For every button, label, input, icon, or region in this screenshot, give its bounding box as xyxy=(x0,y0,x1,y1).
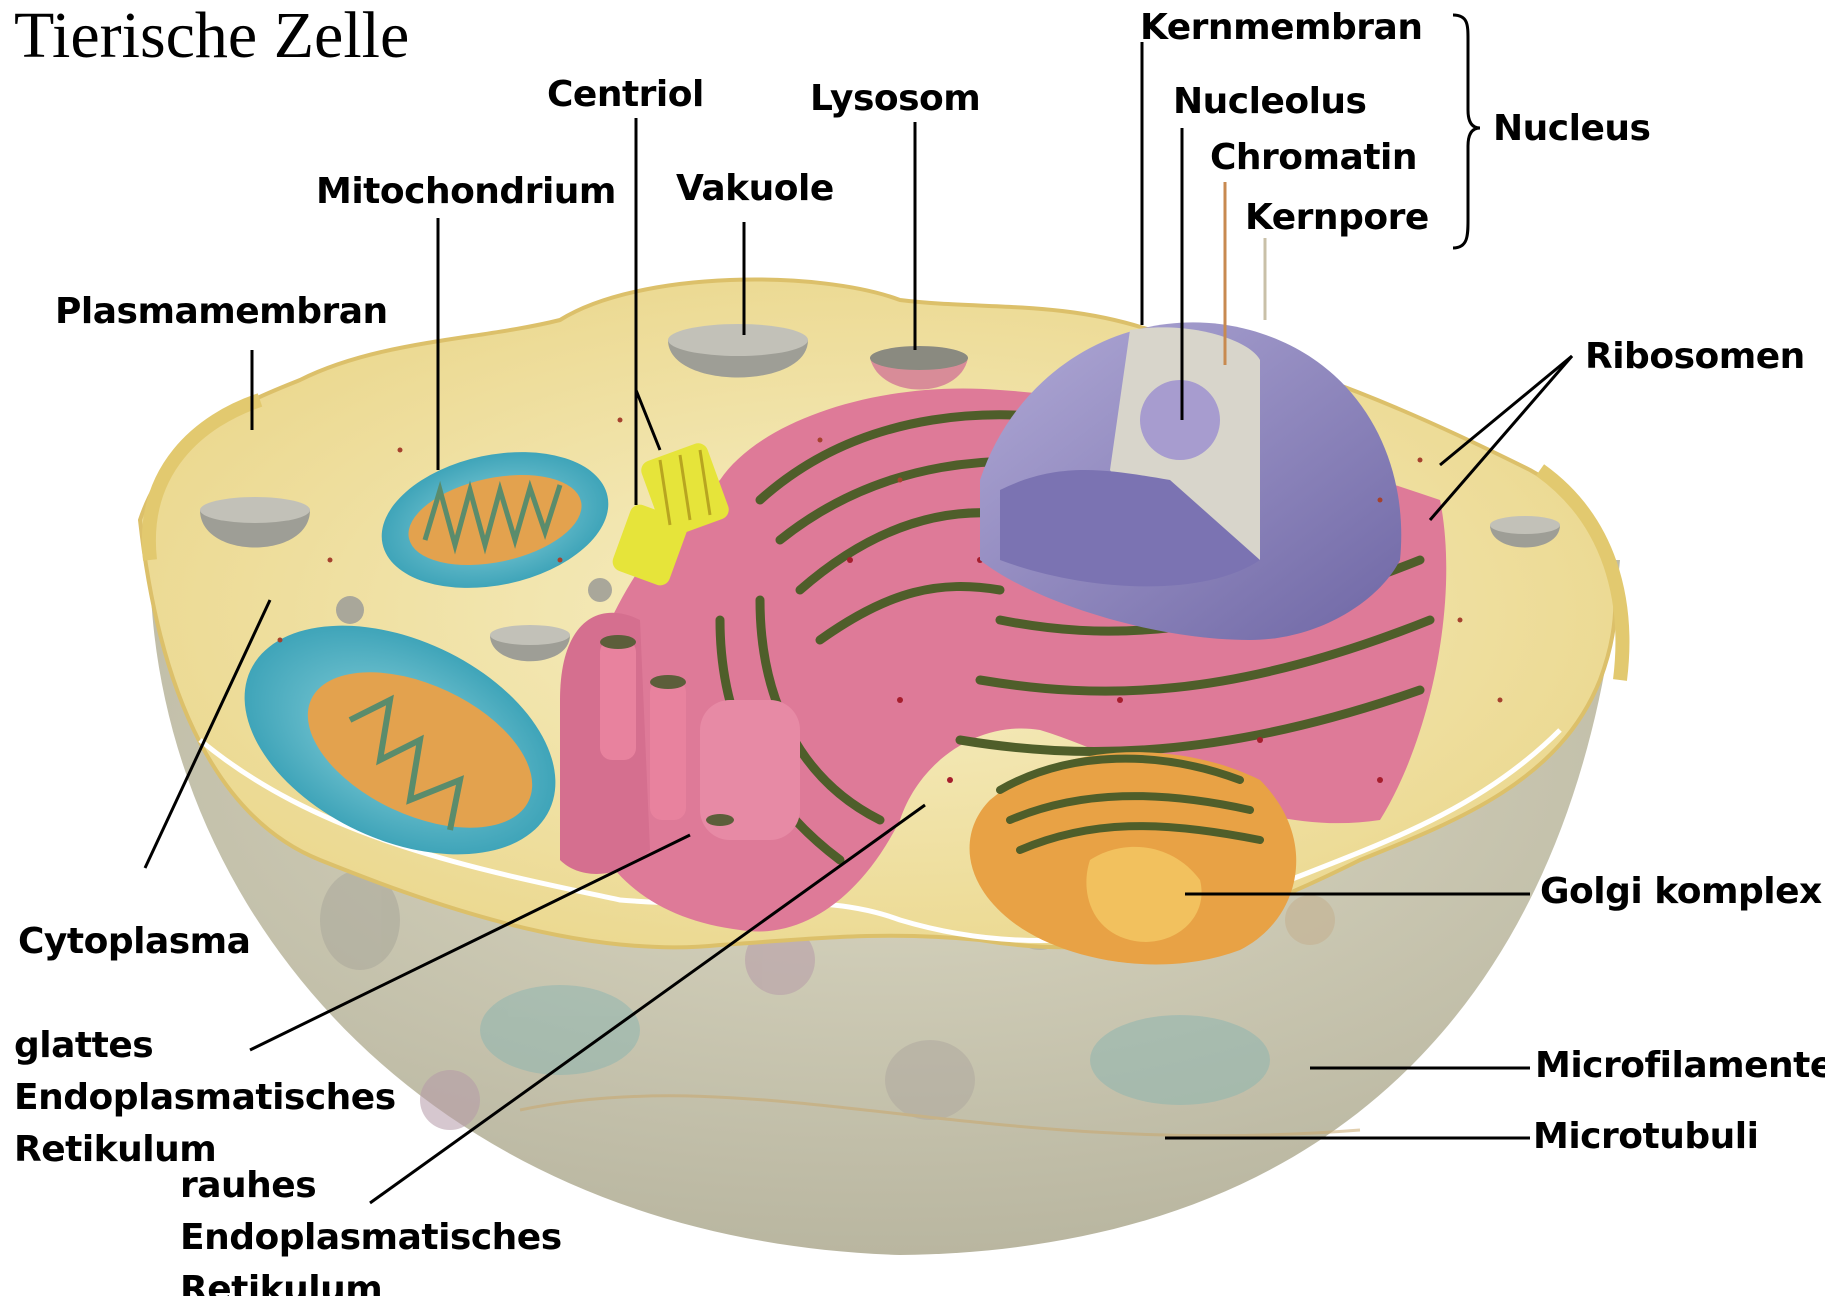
label-nucleus: Nucleus xyxy=(1493,107,1650,150)
label-centriol: Centriol xyxy=(547,73,704,116)
label-microtubuli: Microtubuli xyxy=(1533,1115,1758,1158)
label-kernpore: Kernpore xyxy=(1245,196,1429,239)
diagram-title: Tierische Zelle xyxy=(14,0,409,73)
label-vakuole: Vakuole xyxy=(676,167,834,210)
label-microfilamente: Microfilamente xyxy=(1535,1044,1825,1087)
label-nucleolus: Nucleolus xyxy=(1173,80,1366,123)
label-plasmamembran: Plasmamembran xyxy=(55,290,388,333)
label-glattes-er: glattes Endoplasmatisches Retikulum xyxy=(14,1020,396,1176)
label-golgi-komplex: Golgi komplex xyxy=(1540,870,1822,913)
label-mitochondrium: Mitochondrium xyxy=(316,170,616,213)
nucleus-brace xyxy=(1453,15,1480,248)
label-lysosom: Lysosom xyxy=(810,77,980,120)
label-chromatin: Chromatin xyxy=(1210,136,1417,179)
label-rauhes-er: rauhes Endoplasmatisches Retikulum xyxy=(180,1160,562,1296)
label-kernmembran: Kernmembran xyxy=(1140,6,1422,49)
label-cytoplasma: Cytoplasma xyxy=(18,920,250,963)
label-ribosomen: Ribosomen xyxy=(1585,335,1805,378)
